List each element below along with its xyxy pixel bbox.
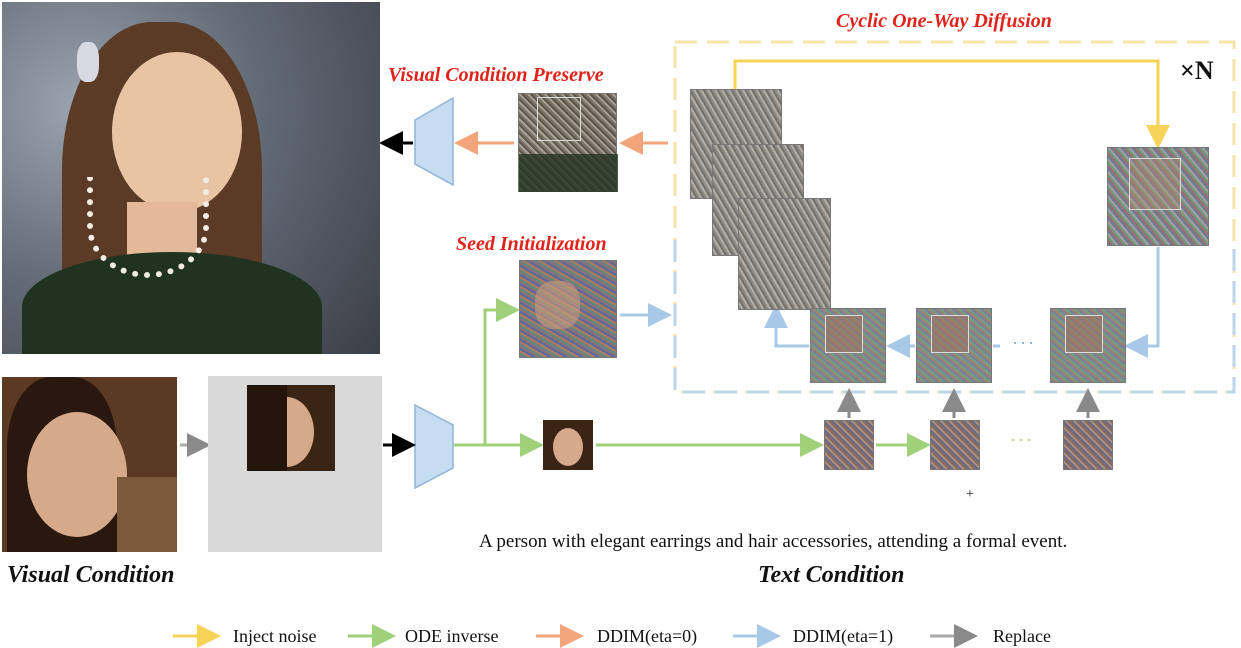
legend-ddim-eta0: DDIM(eta=0) [597,626,698,646]
decoder-shape [414,96,454,187]
inverse-image-3 [1063,420,1113,470]
visual-condition-image [2,377,177,552]
placed-face-image [247,385,335,471]
plus-mark: + [966,487,974,502]
legend-ode-inverse: ODE inverse [405,626,499,646]
repeat-label: ×N [1180,56,1214,85]
stack-image-3 [738,198,831,310]
loop-image-1 [810,308,886,383]
inverse-ellipsis: ··· [1010,430,1034,450]
legend-replace: Replace [993,626,1051,646]
seed-noise-image [519,260,617,358]
loop-image-3 [1050,308,1126,383]
seed-title: Seed Initialization [456,233,607,255]
injected-noise-image [1107,147,1209,246]
inverse-image-1 [824,420,874,470]
loop-image-2 [916,308,992,383]
legend-ddim-eta1: DDIM(eta=1) [793,626,894,646]
encoded-face-image [543,420,593,470]
preserve-noisy-image [518,93,618,192]
preserve-title: Visual Condition Preserve [388,64,604,86]
loop-ellipsis: ··· [1012,333,1036,353]
generated-portrait-image [2,2,380,354]
encoder-shape [414,403,454,490]
composition-canvas [208,376,382,552]
visual-condition-label: Visual Condition [7,562,175,588]
cyclic-title: Cyclic One-Way Diffusion [836,10,1052,32]
text-condition-label: Text Condition [758,562,905,588]
inverse-image-2 [930,420,980,470]
legend-inject-noise: Inject noise [233,626,317,646]
prompt-text: A person with elegant earrings and hair … [479,531,1068,552]
